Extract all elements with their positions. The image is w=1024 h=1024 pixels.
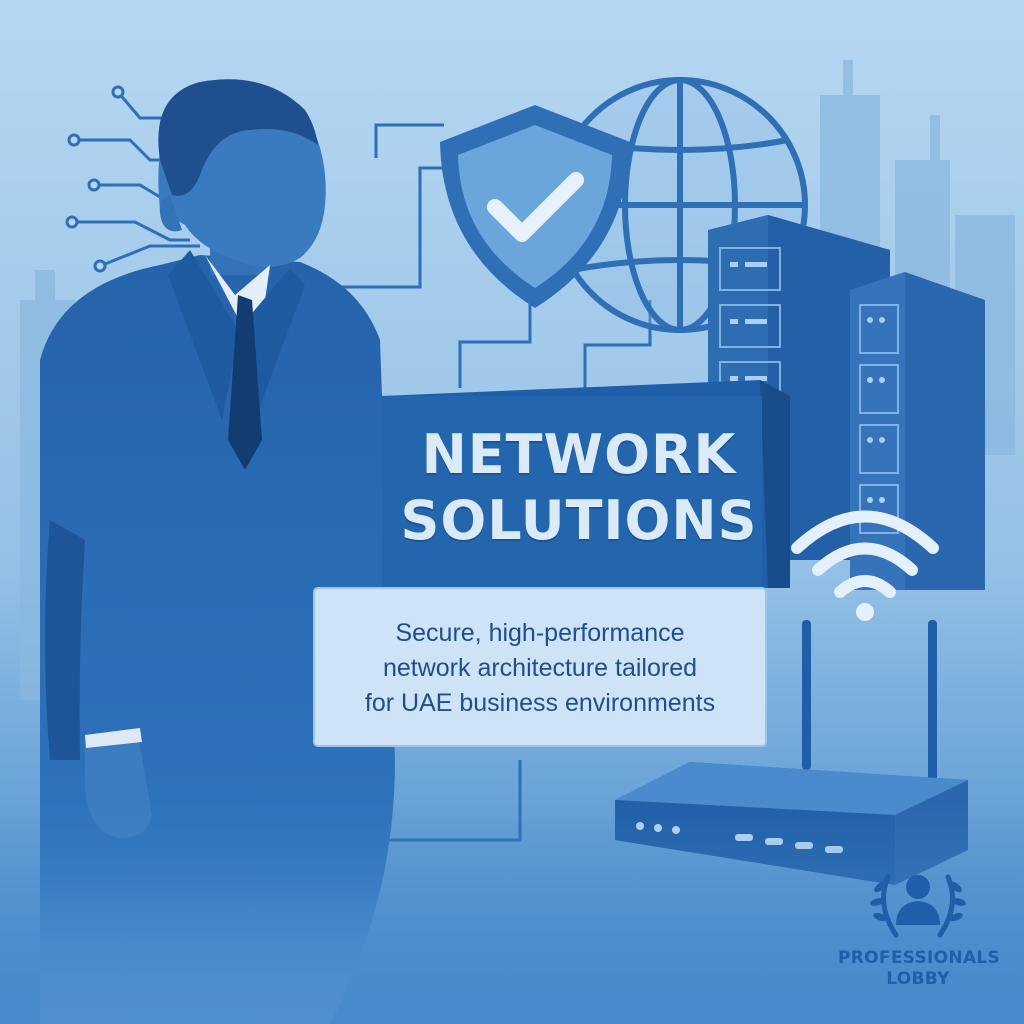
tagline-line-2: network architecture tailored: [382, 653, 698, 682]
wifi-icon: [791, 510, 939, 598]
wifi-dot: [856, 603, 874, 621]
server-rack-icon: [708, 215, 985, 590]
circuit-node-dots: [65, 85, 125, 273]
brand-line-1: PROFESSIONALS: [838, 948, 1001, 968]
tagline-panel: Secure, high-performance network archite…: [314, 592, 766, 744]
tagline-line-3: for UAE business environments: [364, 688, 716, 717]
tagline-panel-shape: [313, 587, 767, 747]
headline-line-1: NETWORK: [421, 423, 737, 486]
shield-check-icon: [440, 105, 630, 308]
headline-line-2: SOLUTIONS: [400, 489, 758, 552]
bottom-fade: [0, 800, 1024, 1024]
brand-line-2: LOBBY: [886, 969, 950, 989]
laurel-person-logo-icon: [870, 874, 966, 938]
brand-logo-text: PROFESSIONALS LOBBY: [838, 948, 1001, 990]
tagline-line-1: Secure, high-performance: [395, 618, 685, 647]
headline-panel: NETWORK SOLUTIONS: [382, 388, 776, 588]
headline-panel-shape: [382, 380, 790, 588]
